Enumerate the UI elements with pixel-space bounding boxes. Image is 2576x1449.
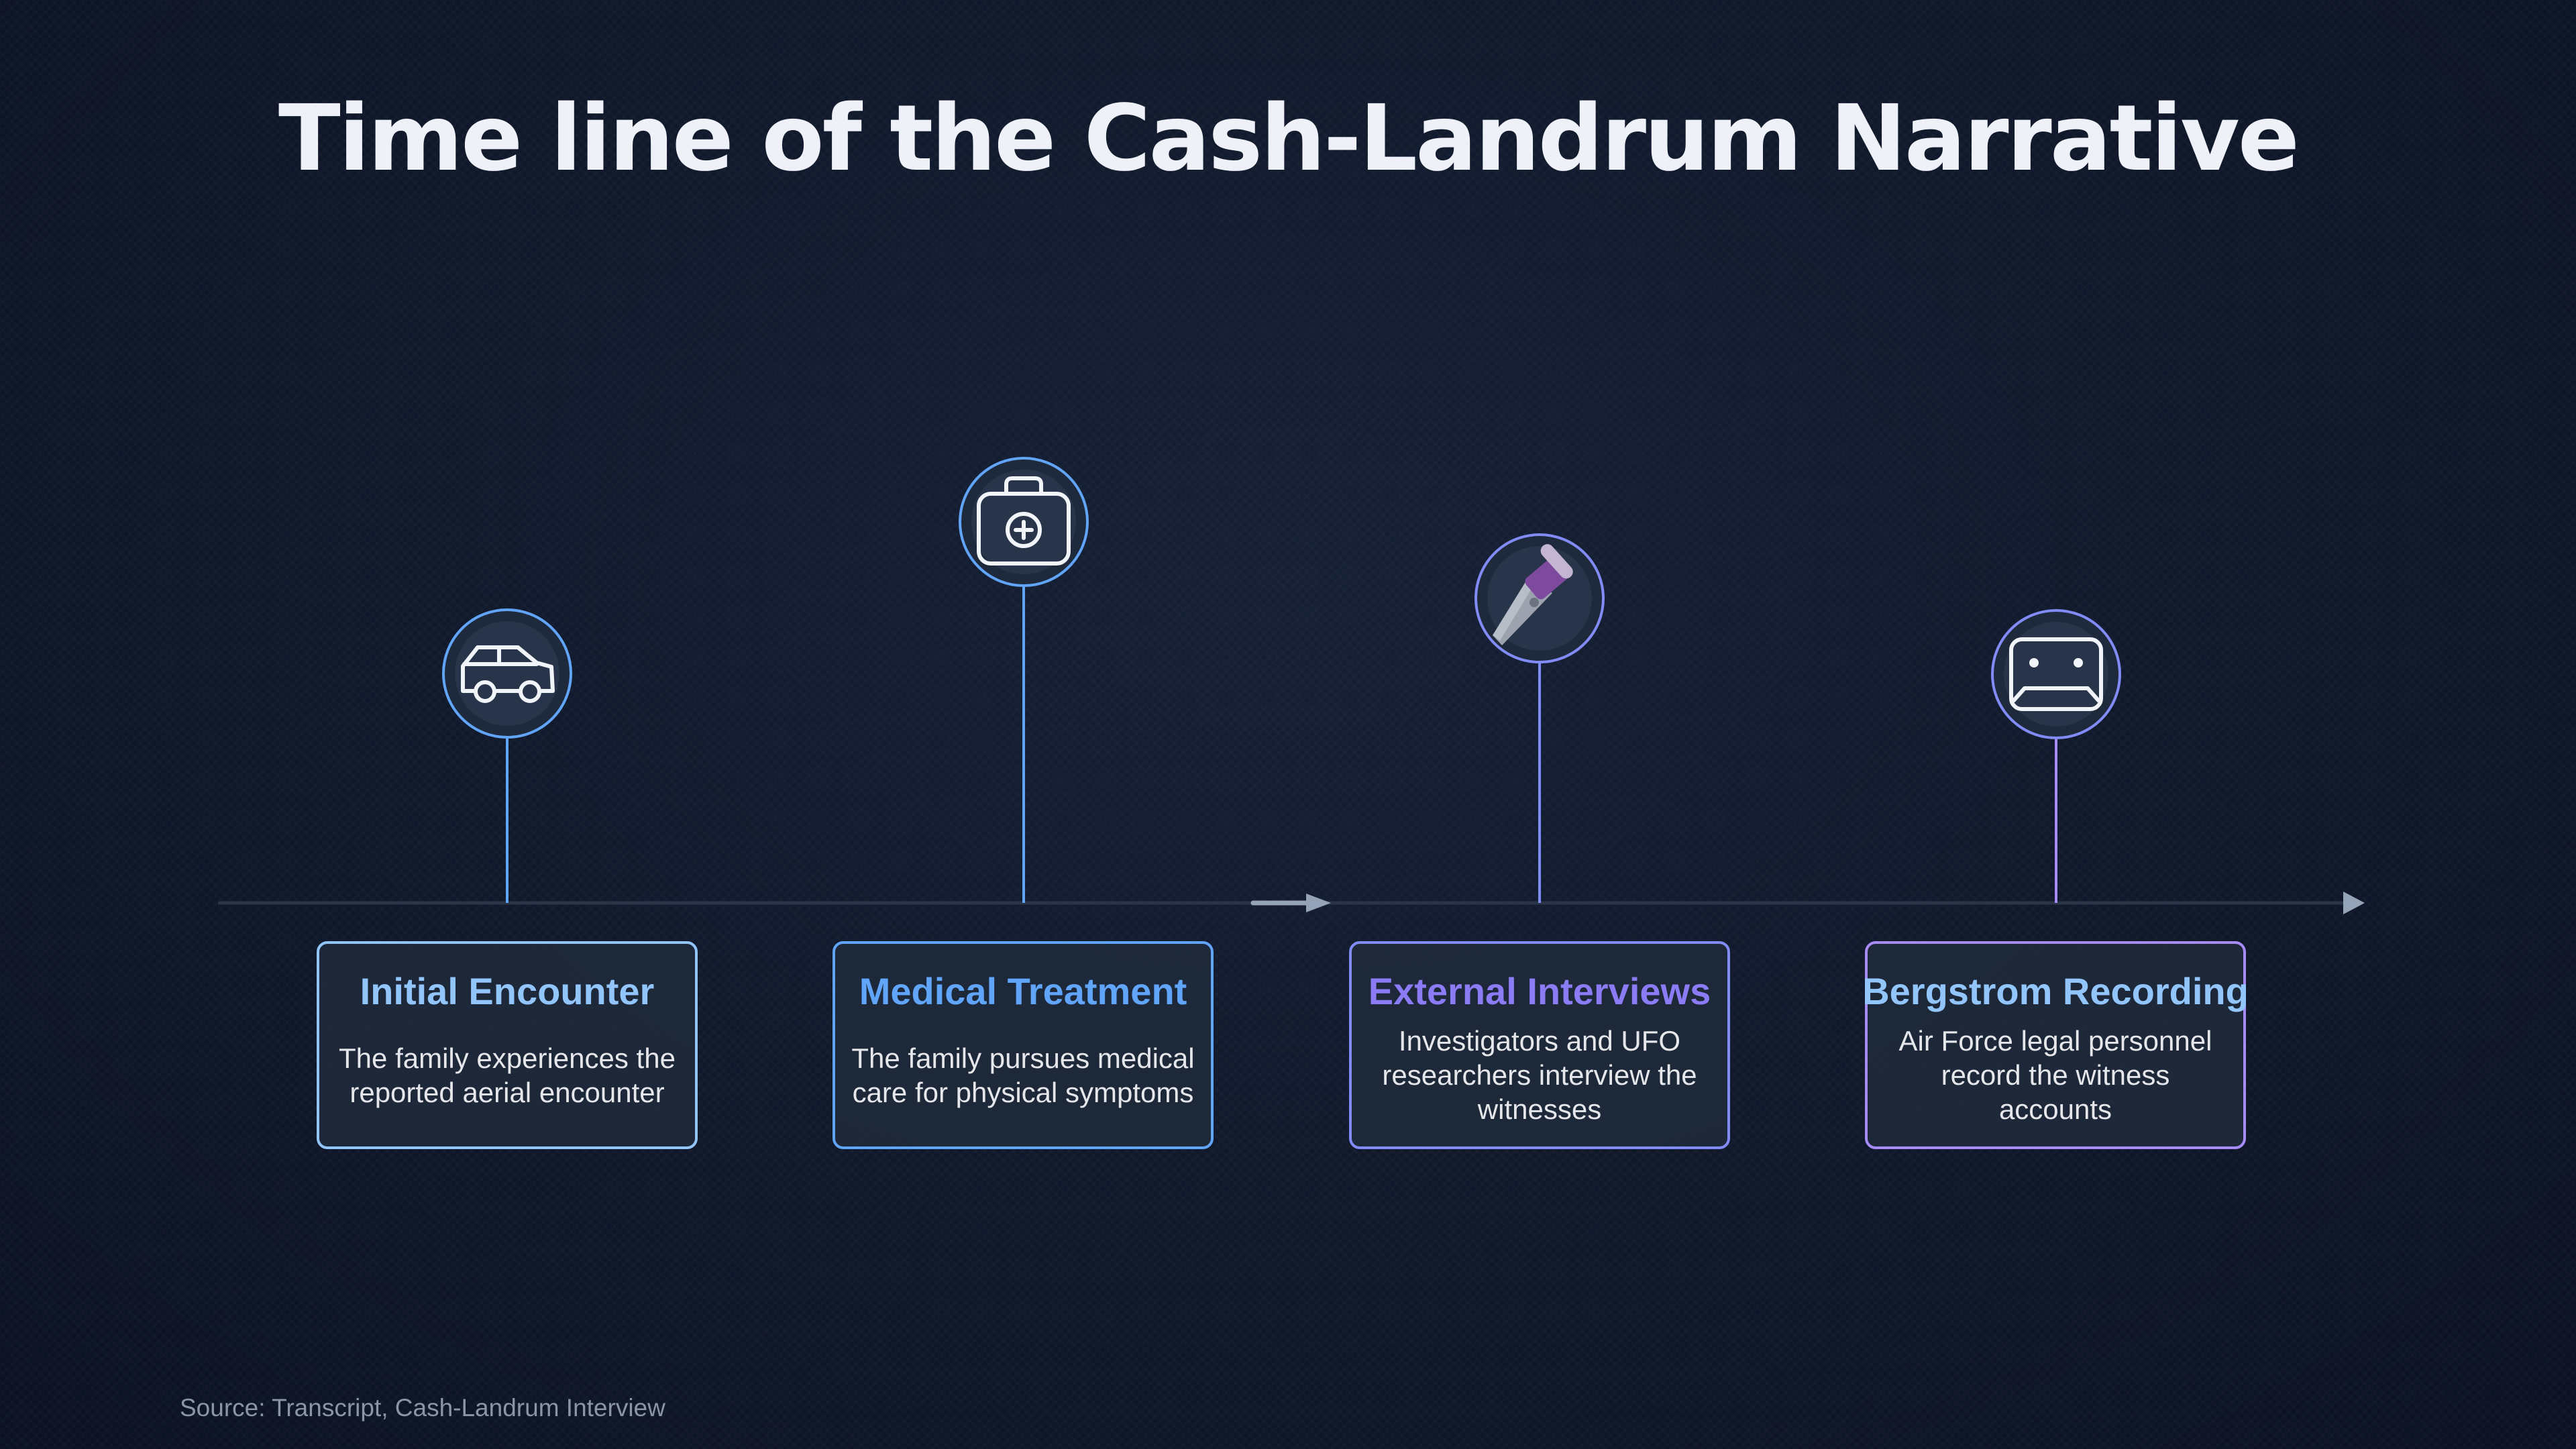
page-title: Time line of the Cash-Landrum Narrative [278, 86, 2300, 192]
event-node-1 [442, 608, 572, 739]
event-description: The family experiences the reported aeri… [339, 1042, 676, 1108]
recording-tape-icon [2009, 637, 2103, 711]
event-title: Bergstrom Recording [1862, 970, 2249, 1012]
event-card-external-interviews: External Interviews Investigators and UF… [1349, 941, 1730, 1149]
event-description: Air Force legal personnel record the wit… [1898, 1025, 2212, 1125]
event-title: External Interviews [1368, 970, 1711, 1012]
source-note: Source: Transcript, Cash-Landrum Intervi… [180, 1394, 665, 1421]
event-node-4 [1991, 609, 2121, 739]
event-title: Initial Encounter [360, 970, 655, 1012]
event-description: The family pursues medical care for phys… [851, 1042, 1195, 1108]
medical-kit-icon [977, 476, 1071, 566]
event-node-3 [1474, 533, 1605, 663]
event-card-bergstrom-recording: Bergstrom Recording Air Force legal pers… [1862, 941, 2249, 1149]
event-node-2 [959, 457, 1089, 587]
event-card-medical-treatment: Medical Treatment The family pursues med… [833, 941, 1214, 1149]
microphone-icon [1493, 544, 1573, 645]
event-card-initial-encounter: Initial Encounter The family experiences… [317, 941, 698, 1149]
timeline-mid-arrow-head [1306, 894, 1331, 912]
timeline-end-arrow [2343, 892, 2365, 914]
car-icon [461, 645, 555, 703]
event-description: Investigators and UFO researchers interv… [1382, 1025, 1697, 1125]
event-title: Medical Treatment [859, 970, 1187, 1012]
